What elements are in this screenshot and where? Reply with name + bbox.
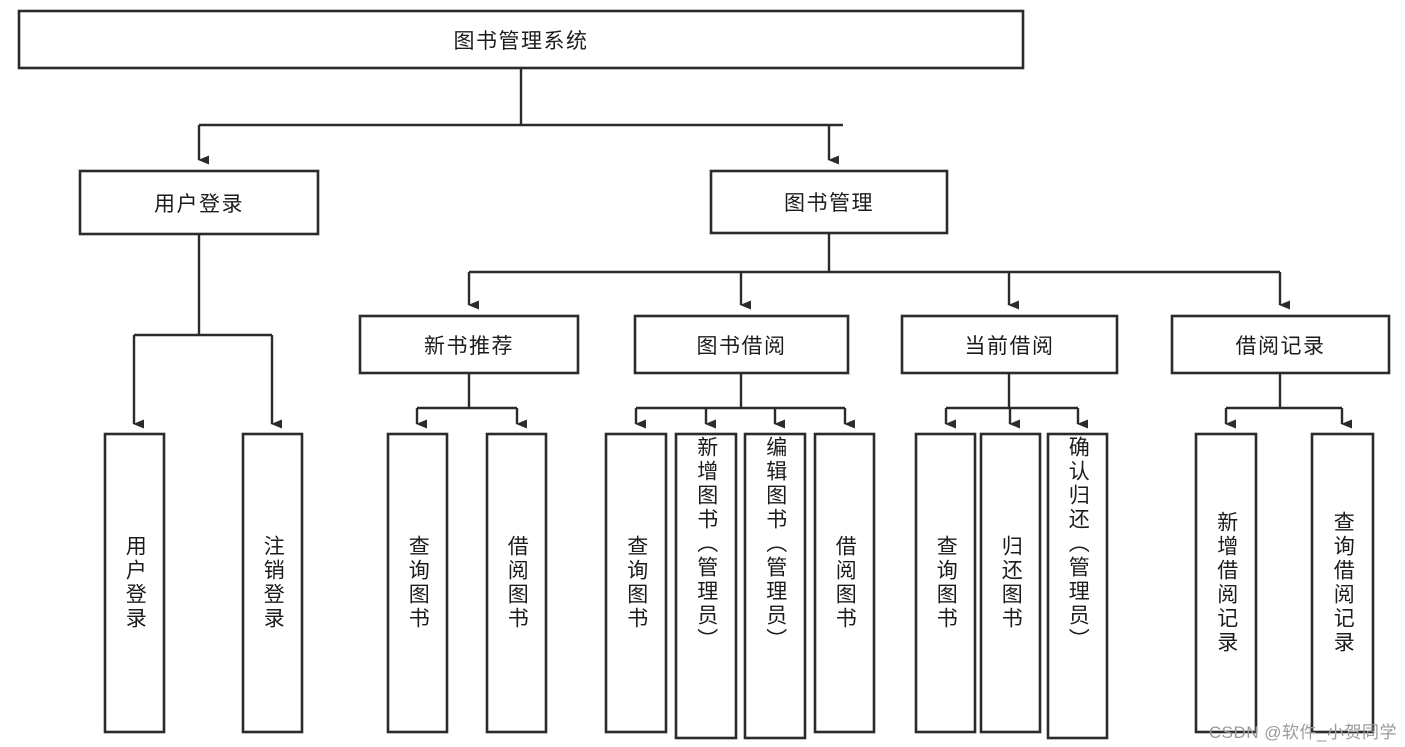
node-box-root[interactable] (17, 9, 1025, 70)
node-box-leaf-add-book[interactable] (674, 432, 738, 740)
node-box-leaf-confirm-return[interactable] (1046, 432, 1109, 740)
node-box-leaf-return-book[interactable] (979, 432, 1042, 734)
node-box-current-borrow[interactable] (900, 314, 1119, 375)
node-box-leaf-edit-book[interactable] (743, 432, 807, 740)
node-box-leaf-logout-login[interactable] (241, 432, 304, 734)
node-box-leaf-add-record[interactable] (1194, 432, 1258, 734)
node-box-borrow-record[interactable] (1170, 314, 1391, 375)
edges-user-login-to-leaves (132, 234, 282, 429)
node-box-leaf-query-book-3[interactable] (914, 432, 977, 734)
edges-root-to-level1 (197, 68, 843, 165)
node-box-book-borrow[interactable] (633, 314, 850, 375)
edges-current-borrow-to-leaves (944, 373, 1088, 429)
node-box-new-book-recommend[interactable] (358, 314, 580, 375)
watermark-text: CSDN @软件_小贺同学 (1208, 723, 1397, 742)
edges-borrow-record-to-leaves (1224, 373, 1352, 429)
node-box-leaf-borrow-book-2[interactable] (813, 432, 876, 734)
node-box-user-login[interactable] (78, 169, 320, 236)
edges-book-manage-to-level2 (467, 233, 1290, 310)
node-box-leaf-query-book-1[interactable] (386, 432, 449, 734)
edges-new-book-recommend-to-leaves (415, 373, 527, 429)
node-box-book-manage[interactable] (709, 169, 949, 235)
edges-book-borrow-to-leaves (634, 373, 855, 429)
node-box-leaf-borrow-book-1[interactable] (485, 432, 548, 734)
node-box-leaf-user-login[interactable] (103, 432, 166, 734)
node-box-leaf-query-book-2[interactable] (604, 432, 668, 734)
node-box-leaf-query-record[interactable] (1310, 432, 1375, 734)
